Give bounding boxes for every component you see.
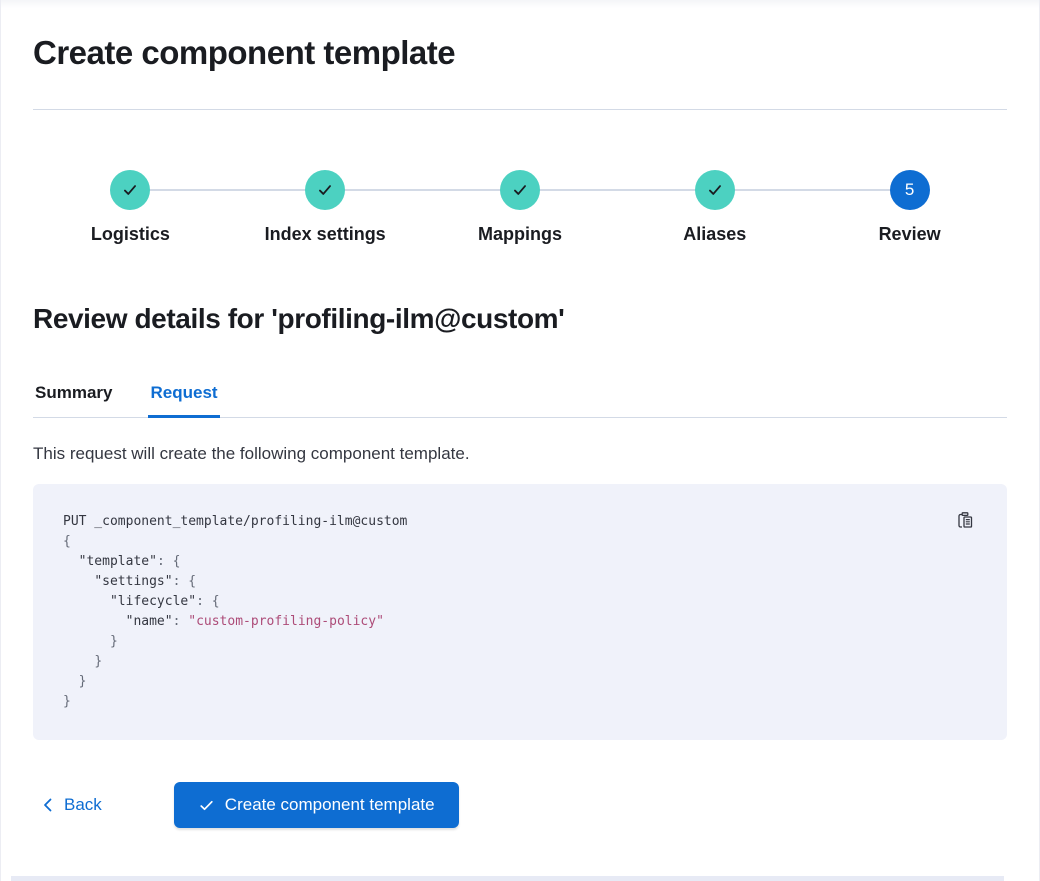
step-review[interactable]: 5 Review [812, 170, 1007, 245]
review-details-heading: Review details for 'profiling-ilm@custom… [33, 303, 565, 334]
copy-clipboard-icon [958, 512, 973, 528]
step-label: Mappings [477, 224, 562, 244]
back-label: Back [64, 795, 102, 814]
step-label: Logistics [90, 224, 170, 244]
step-complete-circle [499, 170, 540, 210]
page-title: Create component template [33, 34, 456, 71]
step-complete-circle [694, 170, 735, 210]
step-label: Review [878, 224, 941, 244]
top-shade [1, 0, 1039, 8]
header-divider [33, 109, 1007, 110]
step-complete-circle [305, 170, 346, 210]
step-number: 5 [904, 180, 915, 199]
tab-summary[interactable]: Summary [33, 383, 114, 417]
check-icon [514, 185, 526, 195]
check-icon [708, 185, 721, 195]
check-icon [124, 185, 137, 195]
step-mappings[interactable]: Mappings [423, 170, 618, 245]
step-complete-circle [110, 170, 151, 210]
step-index-settings[interactable]: Index settings [228, 170, 423, 245]
chevron-left-icon [44, 798, 52, 812]
wizard-step-indicator: Logistics Index settings Mappings Aliase… [33, 170, 1007, 245]
request-description: This request will create the following c… [33, 444, 470, 463]
request-code-block: PUT _component_template/profiling-ilm@cu… [33, 484, 1007, 740]
step-current-circle: 5 [889, 170, 930, 210]
step-label: Aliases [683, 224, 747, 244]
create-button-label: Create component template [224, 795, 435, 814]
back-button[interactable]: Back [33, 795, 110, 815]
step-aliases[interactable]: Aliases [617, 170, 812, 245]
bottom-panel-edge [11, 876, 1004, 881]
code-lines: PUT _component_template/profiling-ilm@cu… [63, 514, 408, 709]
create-component-template-button[interactable]: Create component template [173, 782, 459, 828]
check-icon [319, 185, 332, 195]
step-label: Index settings [264, 224, 386, 244]
review-tabs: Summary Request [33, 383, 1007, 418]
tab-request[interactable]: Request [148, 383, 220, 418]
check-icon [200, 800, 213, 810]
step-logistics[interactable]: Logistics [33, 170, 228, 245]
wizard-footer: Back Create component template [33, 782, 1007, 828]
copy-to-clipboard-button[interactable] [953, 508, 977, 535]
